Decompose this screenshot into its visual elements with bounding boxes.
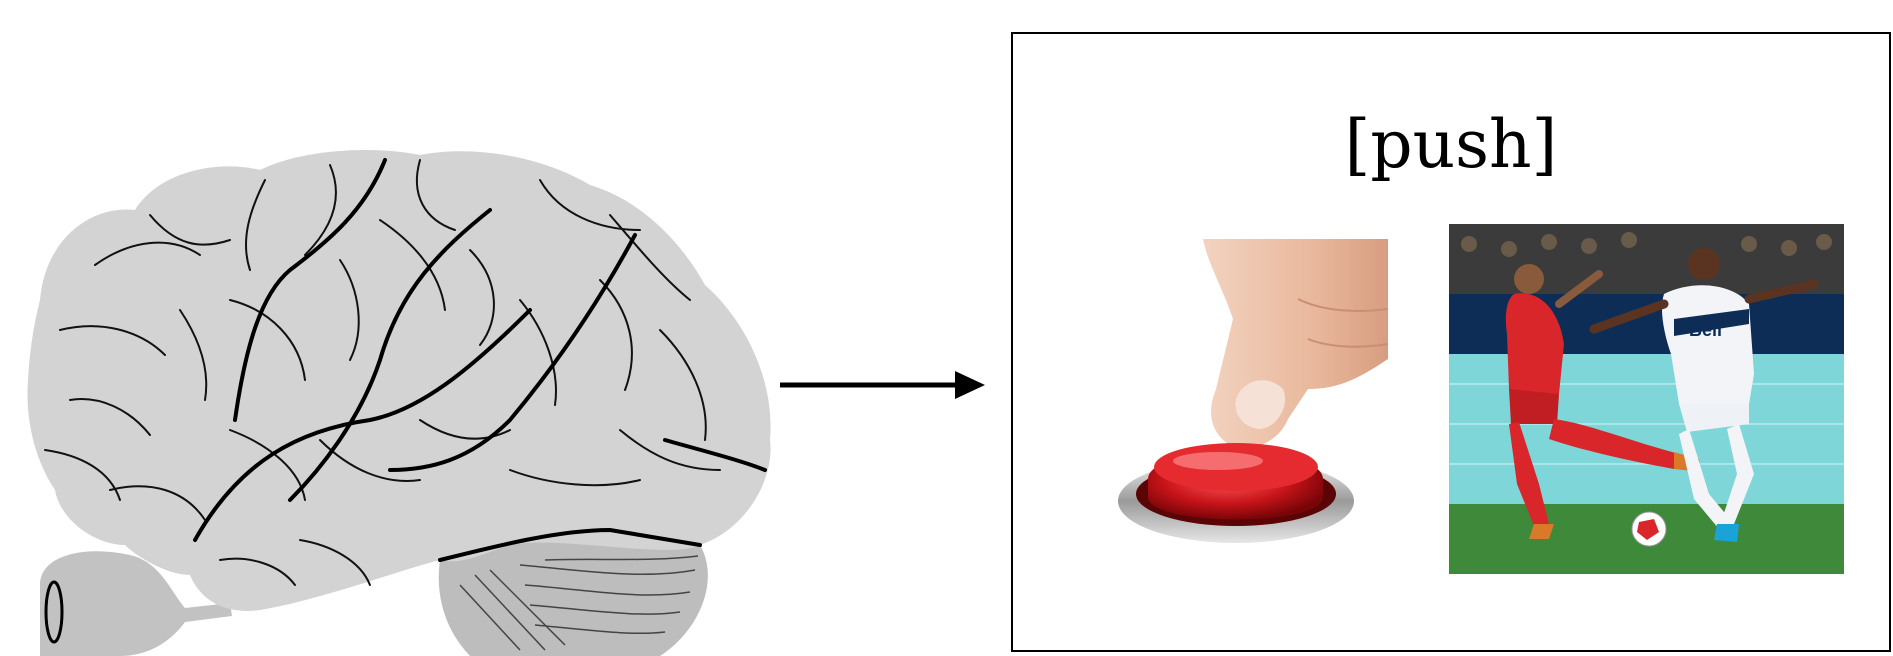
push-button-photo <box>1118 239 1388 569</box>
word-sense-panel: [push] <box>1011 32 1891 652</box>
sponsor-logo: Bell <box>1689 320 1722 340</box>
brain-illustration <box>0 0 800 656</box>
soccer-players-photo: Bell <box>1449 224 1844 574</box>
right-arrow-icon <box>780 365 985 405</box>
panel-label: [push] <box>1013 112 1889 178</box>
